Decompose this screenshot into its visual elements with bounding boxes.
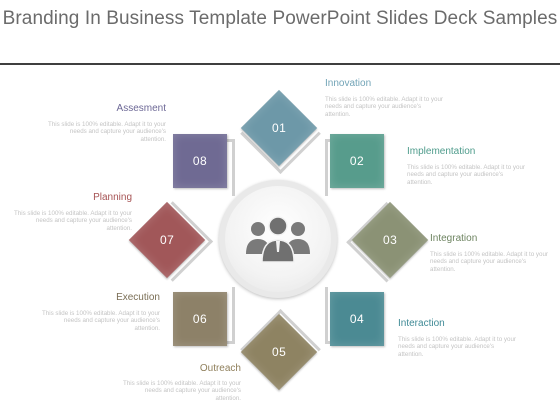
desc-interaction: This slide is 100% editable. Adapt it to… [398, 336, 516, 358]
label-outreach: Outreach [199, 363, 241, 374]
step-number: 08 [192, 154, 208, 168]
desc-planning: This slide is 100% editable. Adapt it to… [14, 210, 132, 232]
tile-08: 08 [173, 134, 227, 188]
step-number: 07 [159, 232, 175, 247]
step-number: 06 [192, 312, 208, 326]
step-number: 01 [271, 120, 287, 135]
hub-circle [225, 186, 331, 292]
desc-outreach: This slide is 100% editable. Adapt it to… [123, 380, 241, 402]
tile-02: 02 [330, 134, 384, 188]
desc-innovation: This slide is 100% editable. Adapt it to… [325, 96, 443, 118]
label-execution: Execution [116, 292, 160, 303]
tile-07: 07 [128, 201, 206, 279]
page-title: Branding In Business Template PowerPoint… [2, 8, 558, 29]
tile-03: 03 [351, 201, 429, 279]
step-number: 02 [349, 154, 365, 168]
desc-integration: This slide is 100% editable. Adapt it to… [430, 251, 548, 273]
people-group-icon [246, 216, 310, 263]
tile-01: 01 [240, 89, 318, 167]
label-assesment: Assesment [116, 103, 166, 114]
label-integration: Integration [430, 233, 478, 244]
tile-04: 04 [330, 292, 384, 346]
title-divider [0, 63, 560, 65]
desc-execution: This slide is 100% editable. Adapt it to… [42, 310, 160, 332]
step-number: 05 [271, 344, 287, 359]
step-number: 03 [382, 232, 398, 247]
desc-assesment: This slide is 100% editable. Adapt it to… [48, 121, 166, 143]
step-number: 04 [349, 312, 365, 326]
label-implementation: Implementation [407, 146, 476, 157]
tile-06: 06 [173, 292, 227, 346]
label-planning: Planning [93, 192, 132, 203]
tile-05: 05 [240, 313, 318, 391]
label-interaction: Interaction [398, 318, 445, 329]
desc-implementation: This slide is 100% editable. Adapt it to… [407, 164, 525, 186]
label-innovation: Innovation [325, 78, 372, 89]
